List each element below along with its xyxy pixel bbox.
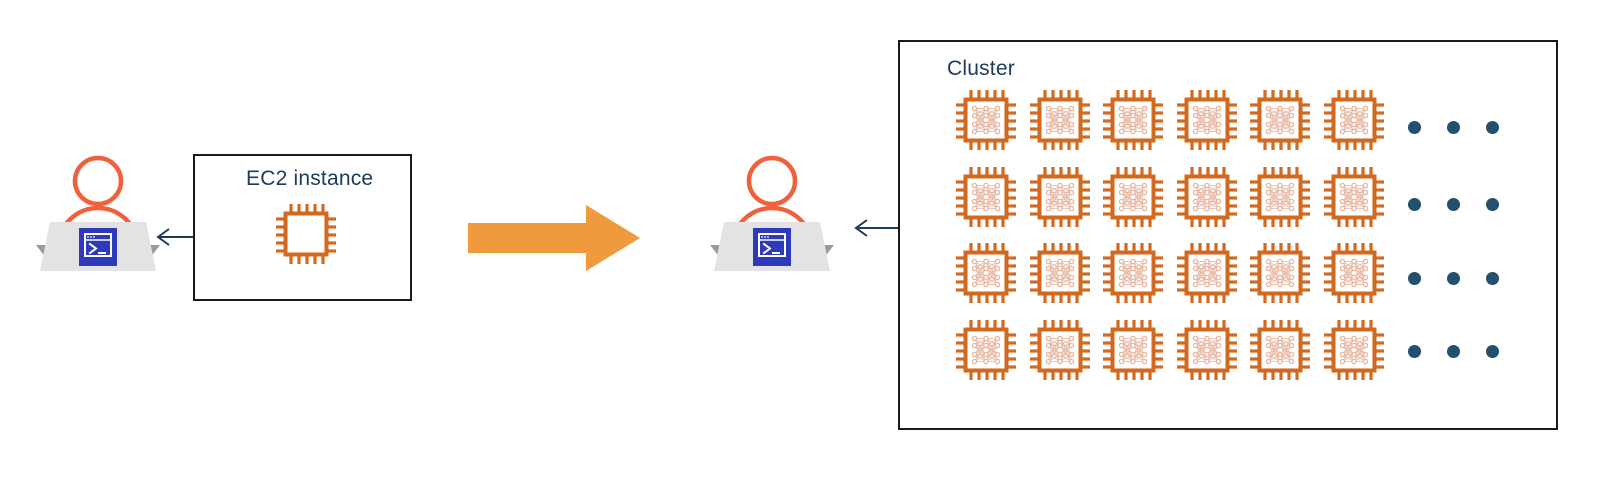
cluster-cpu-chip-icon — [1026, 86, 1094, 154]
ellipsis-dot — [1447, 345, 1460, 358]
terminal-prompt-chevron — [88, 242, 98, 255]
ellipsis-dot — [1486, 345, 1499, 358]
cluster-cpu-chip-icon — [952, 316, 1020, 384]
cluster-cpu-chip-icon — [1099, 239, 1167, 307]
ellipsis-dot — [1447, 198, 1460, 211]
cluster-cpu-chip-icon — [1246, 163, 1314, 231]
cluster-cpu-chip-icon — [1246, 239, 1314, 307]
cluster-ellipsis-row — [1408, 272, 1499, 285]
ec2-cpu-chip-icon — [272, 200, 340, 268]
cluster-cpu-chip-icon — [1099, 163, 1167, 231]
person-head-icon — [72, 155, 124, 207]
cluster-cpu-chip-icon — [1173, 86, 1241, 154]
cluster-cpu-chip-icon — [1026, 239, 1094, 307]
ellipsis-dot — [1447, 272, 1460, 285]
cluster-cpu-chip-icon — [1099, 86, 1167, 154]
left-user-laptop-icon — [34, 152, 162, 280]
ellipsis-dot — [1447, 121, 1460, 134]
cluster-label: Cluster — [947, 57, 1015, 80]
cluster-cpu-chip-icon — [952, 86, 1020, 154]
cluster-cpu-chip-icon — [1320, 163, 1388, 231]
ellipsis-dot — [1486, 272, 1499, 285]
cluster-cpu-chip-icon — [1099, 316, 1167, 384]
ellipsis-dot — [1408, 198, 1421, 211]
ellipsis-dot — [1486, 198, 1499, 211]
cluster-cpu-chip-icon — [1173, 163, 1241, 231]
ellipsis-dot — [1486, 121, 1499, 134]
terminal-window-frame — [758, 233, 786, 257]
cluster-cpu-chip-icon — [1026, 163, 1094, 231]
ellipsis-dot — [1408, 121, 1421, 134]
cluster-cpu-chip-icon — [952, 239, 1020, 307]
cluster-cpu-chip-icon — [1246, 316, 1314, 384]
cluster-cpu-chip-icon — [952, 163, 1020, 231]
person-head-icon — [746, 155, 798, 207]
cluster-ellipsis-row — [1408, 345, 1499, 358]
cluster-ellipsis-row — [1408, 198, 1499, 211]
cluster-cpu-chip-icon — [1173, 239, 1241, 307]
ellipsis-dot — [1408, 345, 1421, 358]
cluster-cpu-chip-icon — [1246, 86, 1314, 154]
transition-arrow-icon — [468, 205, 640, 271]
terminal-window-frame — [84, 233, 112, 257]
cluster-cpu-chip-icon — [1320, 239, 1388, 307]
right-user-laptop-icon — [708, 152, 836, 280]
cluster-cpu-chip-icon — [1320, 316, 1388, 384]
cluster-ellipsis-row — [1408, 121, 1499, 134]
terminal-prompt-chevron — [762, 242, 772, 255]
ellipsis-dot — [1408, 272, 1421, 285]
cluster-cpu-chip-icon — [1173, 316, 1241, 384]
ec2-instance-label: EC2 instance — [246, 167, 374, 190]
cluster-cpu-chip-icon — [1320, 86, 1388, 154]
cluster-cpu-chip-icon — [1026, 316, 1094, 384]
